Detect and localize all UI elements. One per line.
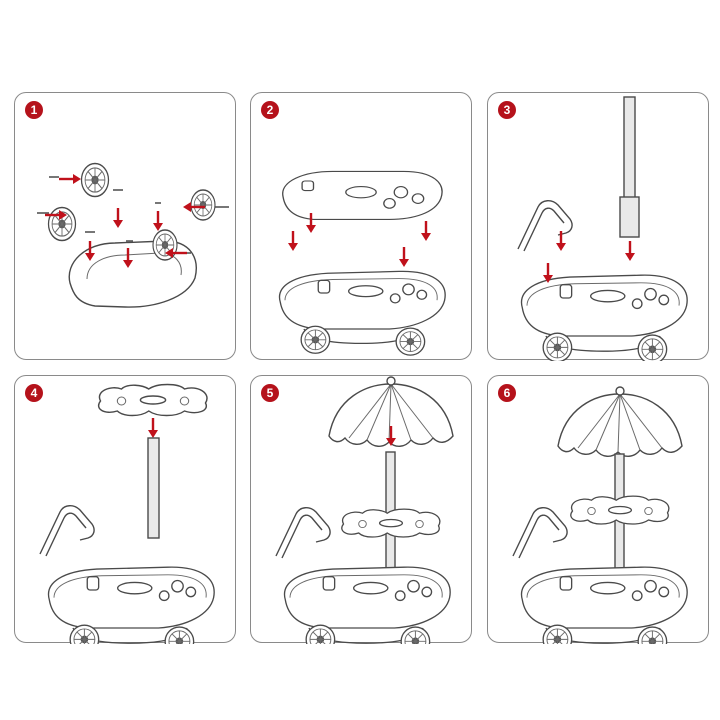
step-2-illustration [251,170,473,361]
step-5-panel: 5 [250,375,472,643]
step-5-illustration [275,376,454,644]
step-6-illustration [512,386,710,644]
step-number-badge: 6 [498,384,516,402]
step-4-illustration [39,383,237,644]
step-number-badge: 1 [25,101,43,119]
step-2-panel: 2 [250,92,472,360]
step-4-panel: 4 [14,375,236,643]
step-number-badge: 3 [498,101,516,119]
step-3-illustration [517,96,710,361]
step-3-panel: 3 [487,92,709,360]
step-number-badge: 4 [25,384,43,402]
step-1-illustration [37,162,229,308]
step-6-panel: 6 [487,375,709,643]
step-number-badge: 5 [261,384,279,402]
step-number-badge: 2 [261,101,279,119]
step-1-panel: 1 [14,92,236,360]
